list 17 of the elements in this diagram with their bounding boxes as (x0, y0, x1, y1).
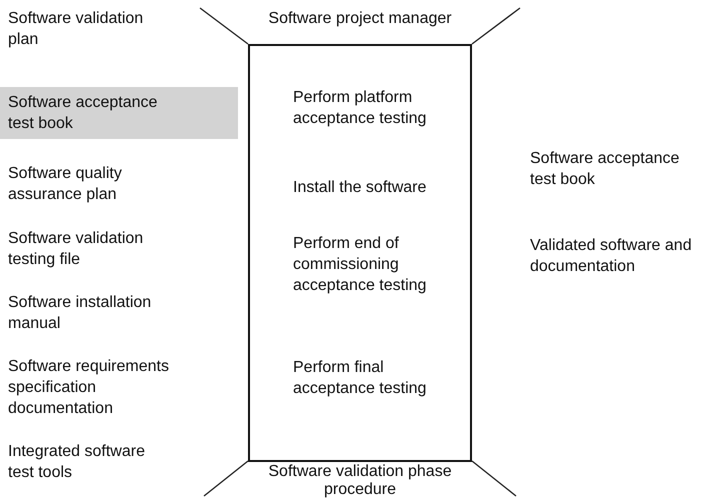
output-text: Software acceptance test book (530, 149, 680, 190)
activity-text: Perform platform acceptance testing (293, 88, 428, 129)
item-text: Software acceptance test book (8, 93, 158, 134)
input-text: Integrated software test tools (8, 442, 146, 483)
activity-box (248, 44, 472, 462)
input-text: Software validation testing file (8, 229, 144, 270)
input-text: Software installation manual (8, 293, 152, 334)
output-text: Validated software and documentation (530, 236, 693, 277)
mechanism-text: Software validation phase procedure (267, 463, 453, 499)
input-text: Software quality assurance plan (8, 164, 123, 205)
activity-text: Perform end of commissioning acceptance testing (293, 234, 428, 296)
input-text: Software validation plan (8, 9, 144, 50)
activity-text: Install the software (293, 178, 428, 198)
control-text: Software project manager (267, 10, 453, 28)
highlighted-item (0, 87, 238, 139)
input-text: Software requirements specification documentation (8, 357, 170, 419)
activity-text: Perform final acceptance testing (293, 358, 428, 399)
